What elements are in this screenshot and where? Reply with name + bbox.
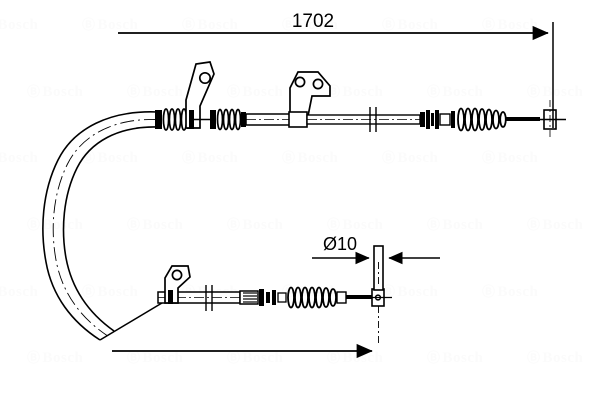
rigid-pipe-upper-mid [306,107,421,132]
bracket-single-hole-upper [185,61,215,129]
dimension-diameter: Ø10 [312,234,440,265]
bracket-single-hole-lower [164,265,191,304]
dimension-diameter-label: Ø10 [323,234,357,254]
end-fitting-lower-right [346,245,392,345]
bellows-lower [287,286,347,309]
connector-upper-right [420,110,455,129]
upper-assembly [42,61,566,341]
break-marks-lower [205,285,213,311]
hose-curve-left [42,111,159,341]
rigid-pipe-upper-left [245,113,291,126]
end-fitting-upper-right [506,100,566,140]
dimension-overall-length: 1702 [118,11,554,128]
bellows-upper-right [457,107,507,132]
bellows-upper-mid [210,108,246,131]
lower-assembly [99,245,392,345]
break-marks-upper [369,107,377,132]
bracket-double-hole-upper [288,71,331,128]
dimension-overall-length-label: 1702 [292,11,334,32]
connector-lower [239,289,287,306]
